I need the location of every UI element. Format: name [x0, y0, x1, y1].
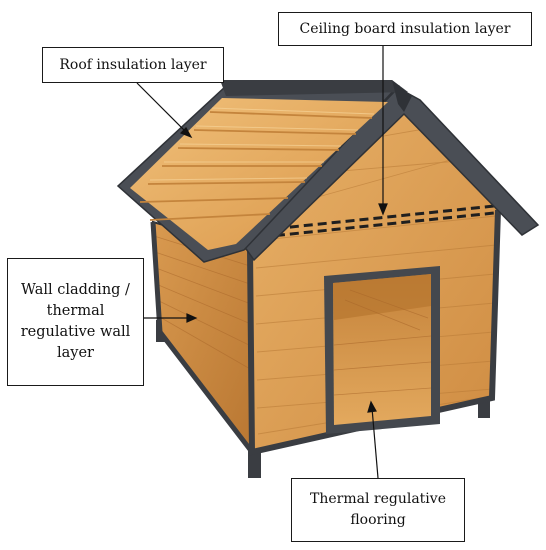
roof [116, 80, 540, 263]
ceiling-insulation-line [261, 204, 495, 239]
pointer-lines [136, 46, 388, 479]
label-wall-cladding: Wall cladding / thermal regulative wall … [7, 258, 144, 386]
label-thermal-flooring: Thermal regulative flooring [291, 478, 465, 542]
label-ceiling-insulation: Ceiling board insulation layer [278, 12, 532, 46]
label-roof-insulation: Roof insulation layer [42, 47, 224, 83]
door-opening [324, 266, 440, 434]
pointer-floor [371, 407, 379, 479]
pointer-roof [136, 82, 189, 135]
